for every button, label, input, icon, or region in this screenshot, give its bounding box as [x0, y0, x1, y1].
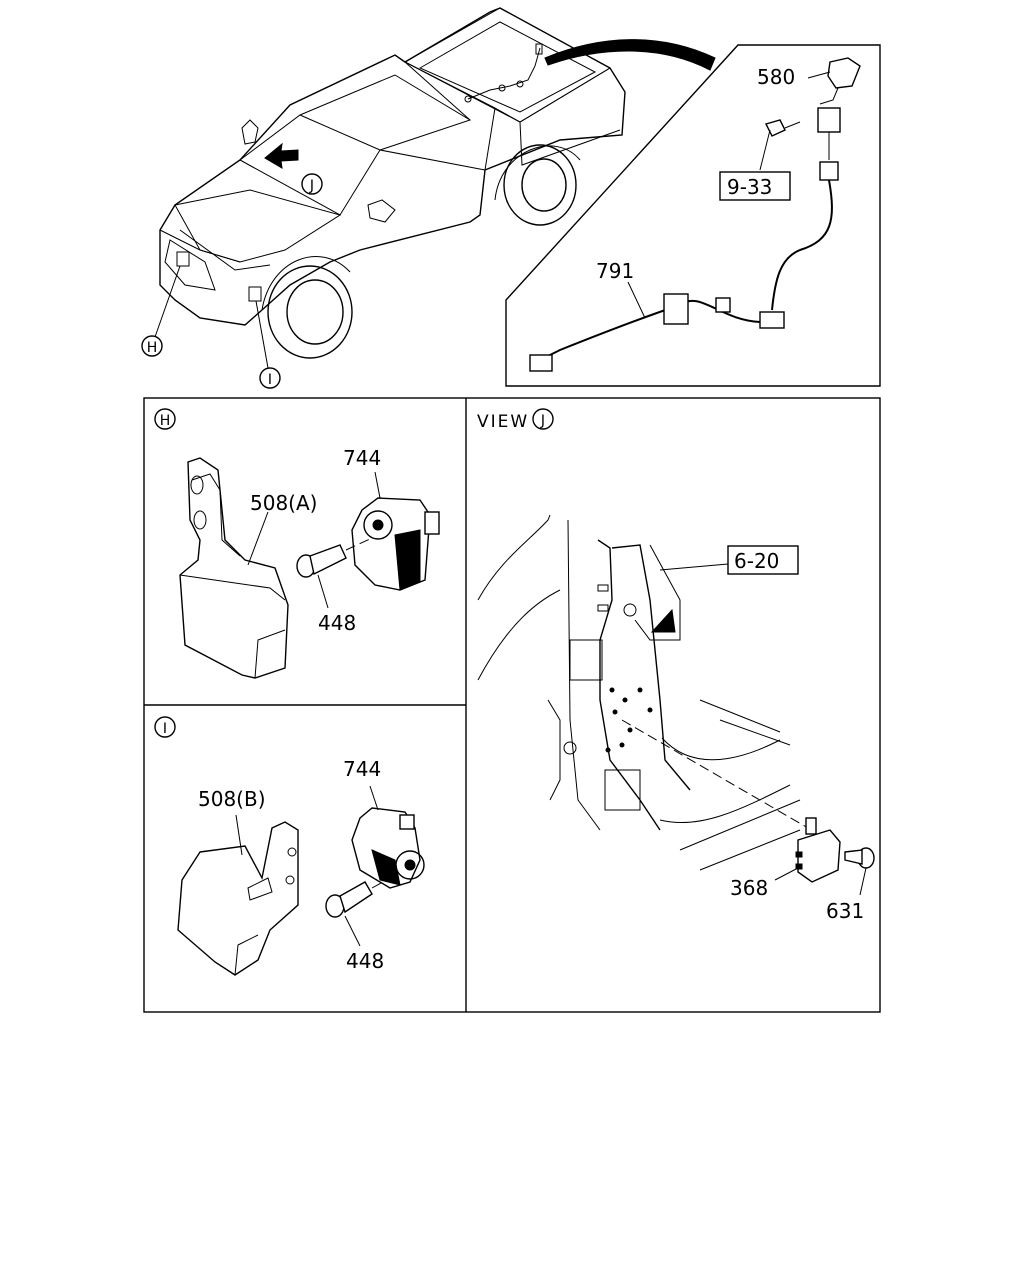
callout-9-33-box: 9-33 — [719, 171, 791, 201]
view-j-marker: J — [540, 413, 545, 429]
callout-368: 368 — [730, 876, 768, 900]
panel-i-marker: I — [163, 721, 167, 737]
callout-744-h: 744 — [343, 446, 381, 470]
marker-j-label: J — [309, 178, 314, 194]
callout-508b: 508(B) — [198, 787, 266, 811]
callout-631: 631 — [826, 899, 864, 923]
view-label: VIEW — [477, 412, 529, 432]
callout-580: 580 — [757, 65, 795, 89]
panel-h: H — [154, 408, 440, 679]
callout-744-i: 744 — [343, 757, 381, 781]
callout-448-h: 448 — [318, 611, 356, 635]
callout-9-33: 9-33 — [727, 175, 772, 199]
panel-i: I — [154, 716, 425, 976]
panel-h-marker: H — [160, 413, 171, 429]
marker-j-truck: J — [301, 173, 323, 195]
marker-h-truck: H — [141, 335, 163, 357]
callout-6-20: 6-20 — [734, 549, 779, 573]
callout-448-i: 448 — [346, 949, 384, 973]
panel-view-j: VIEW J — [477, 408, 875, 896]
marker-i-label: I — [268, 372, 272, 388]
marker-h-label: H — [147, 340, 158, 356]
marker-i-truck: I — [259, 367, 281, 389]
truck-illustration — [154, 7, 716, 369]
callout-6-20-box: 6-20 — [727, 545, 799, 575]
callout-508a: 508(A) — [250, 491, 317, 515]
callout-791: 791 — [596, 259, 634, 283]
harness-detail-panel — [505, 44, 881, 387]
